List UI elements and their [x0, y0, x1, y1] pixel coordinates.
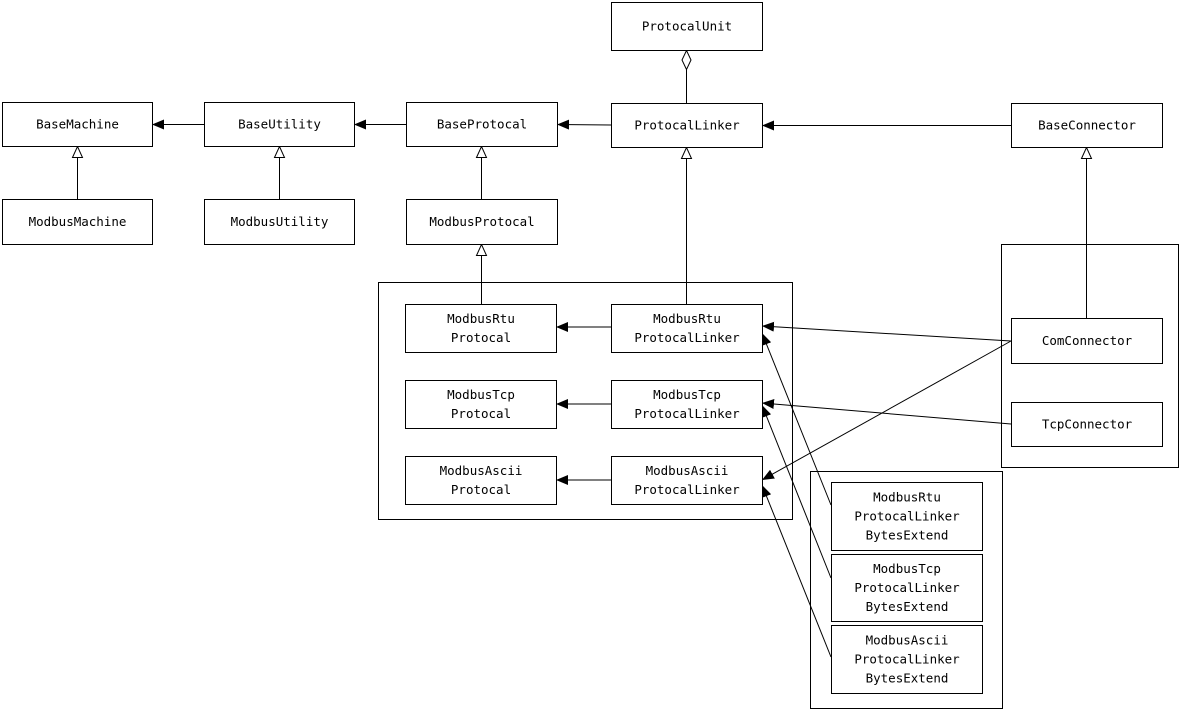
modbus-ascii-protocal-linker-box-frame	[611, 456, 763, 505]
modbus-ascii-protocal-linker-label-line-1: ModbusAscii	[646, 463, 729, 478]
modbus-protocal-class-box: ModbusProtocal	[406, 199, 558, 245]
modbus-rtu-protocal-linker-box-frame	[611, 304, 763, 353]
com-connector-box-frame	[1011, 318, 1163, 364]
modbus-ascii-protocal-label-line-2: Protocal	[451, 482, 511, 497]
association-edge-modbus-rtu-bytes-extend-to-modbus-rtu-protocal-linker	[761, 332, 832, 506]
modbus-rtu-bytes-extend-label-line-1: ModbusRtu	[873, 490, 941, 505]
modbus-ascii-bytes-extend-label-line-2: ProtocalLinker	[854, 652, 960, 667]
modbus-rtu-protocal-label-line-1: ModbusRtu	[447, 311, 515, 326]
relation-lines	[78, 50, 1087, 658]
protocal-linker-class-box: ProtocalLinker	[611, 103, 763, 148]
modbus-tcp-bytes-extend-label-line-3: BytesExtend	[866, 599, 949, 614]
modbus-rtu-bytes-extend-label-line-3: BytesExtend	[866, 528, 949, 543]
tcp-connector-box-frame	[1011, 402, 1163, 447]
base-protocal-label-line-1: BaseProtocal	[437, 117, 527, 132]
association-edge-protocal-linker-to-base-protocal	[556, 119, 612, 130]
modbus-utility-label-line-1: ModbusUtility	[231, 214, 329, 229]
base-machine-label-line-1: BaseMachine	[36, 117, 119, 132]
modbus-ascii-bytes-extend-label-line-3: BytesExtend	[866, 671, 949, 686]
protocal-unit-box-frame	[611, 2, 763, 51]
com-connector-class-box: ComConnector	[1011, 318, 1163, 364]
modbus-rtu-bytes-extend-box-frame	[831, 482, 983, 551]
base-connector-box-frame	[1011, 103, 1163, 148]
modbus-tcp-bytes-extend-box-frame	[831, 554, 983, 622]
tcp-connector-label-line-1: TcpConnector	[1042, 417, 1133, 432]
modbus-machine-class-box: ModbusMachine	[2, 199, 153, 245]
modbus-ascii-protocal-linker-label-line-2: ProtocalLinker	[634, 482, 740, 497]
association-edge-modbus-ascii-bytes-extend-to-modbus-ascii-protocal-linker	[761, 484, 832, 658]
modbus-tcp-protocal-label-line-2: Protocal	[451, 406, 511, 421]
modbus-tcp-bytes-extend-label-line-1: ModbusTcp	[873, 561, 941, 576]
modbus-tcp-protocal-linker-label-line-2: ProtocalLinker	[634, 406, 740, 421]
base-machine-class-box: BaseMachine	[2, 102, 153, 147]
tcp-connector-class-box: TcpConnector	[1011, 402, 1163, 447]
modbus-utility-box-frame	[204, 199, 355, 245]
modbus-tcp-bytes-extend-label-line-2: ProtocalLinker	[854, 580, 960, 595]
base-machine-box-frame	[2, 102, 153, 147]
connector-group-frame	[1001, 244, 1179, 468]
protocal-unit-label-line-1: ProtocalUnit	[642, 19, 732, 34]
modbus-ascii-protocal-label-line-1: ModbusAscii	[440, 463, 523, 478]
base-connector-class-box: BaseConnector	[1011, 103, 1163, 148]
modbus-machine-box-frame	[2, 199, 153, 245]
association-edge-tcp-connector-to-modbus-tcp-protocal-linker	[761, 399, 1012, 425]
base-protocal-box-frame	[406, 102, 558, 147]
protocal-unit-class-box: ProtocalUnit	[611, 2, 763, 51]
modbus-ascii-bytes-extend-label-line-1: ModbusAscii	[866, 633, 949, 648]
base-utility-class-box: BaseUtility	[204, 102, 355, 147]
modbus-protocal-box-frame	[406, 199, 558, 245]
modbus-tcp-protocal-box-frame	[405, 380, 557, 429]
modbus-ascii-bytes-extend-box-frame	[831, 625, 983, 694]
association-edge-modbus-tcp-bytes-extend-to-modbus-tcp-protocal-linker	[761, 404, 832, 579]
modbus-utility-class-box: ModbusUtility	[204, 199, 355, 245]
association-edge-com-connector-to-modbus-ascii-protocal-linker	[761, 340, 1012, 481]
modbus-tcp-protocal-linker-box-frame	[611, 380, 763, 429]
modbus-rtu-bytes-extend-label-line-2: ProtocalLinker	[854, 509, 960, 524]
base-utility-box-frame	[204, 102, 355, 147]
modbus-rtu-protocal-linker-label-line-2: ProtocalLinker	[634, 330, 740, 345]
modbus-protocal-label-line-1: ModbusProtocal	[429, 214, 534, 229]
modbus-tcp-protocal-label-line-1: ModbusTcp	[447, 387, 515, 402]
protocal-linker-label-line-1: ProtocalLinker	[634, 118, 740, 133]
association-edge-com-connector-to-modbus-rtu-protocal-linker	[761, 321, 1012, 342]
modbus-ascii-protocal-box-frame	[405, 456, 557, 505]
modbus-rtu-protocal-label-line-2: Protocal	[451, 330, 511, 345]
protocal-linker-box-frame	[611, 103, 763, 148]
modbus-protocal-group-frame	[378, 282, 793, 520]
base-utility-label-line-1: BaseUtility	[238, 117, 321, 132]
base-connector-label-line-1: BaseConnector	[1038, 118, 1136, 133]
com-connector-label-line-1: ComConnector	[1042, 333, 1133, 348]
base-protocal-class-box: BaseProtocal	[406, 102, 558, 147]
modbus-rtu-protocal-box-frame	[405, 304, 557, 353]
modbus-rtu-protocal-linker-label-line-1: ModbusRtu	[653, 311, 721, 326]
modbus-machine-label-line-1: ModbusMachine	[29, 214, 127, 229]
modbus-tcp-protocal-linker-label-line-1: ModbusTcp	[653, 387, 721, 402]
